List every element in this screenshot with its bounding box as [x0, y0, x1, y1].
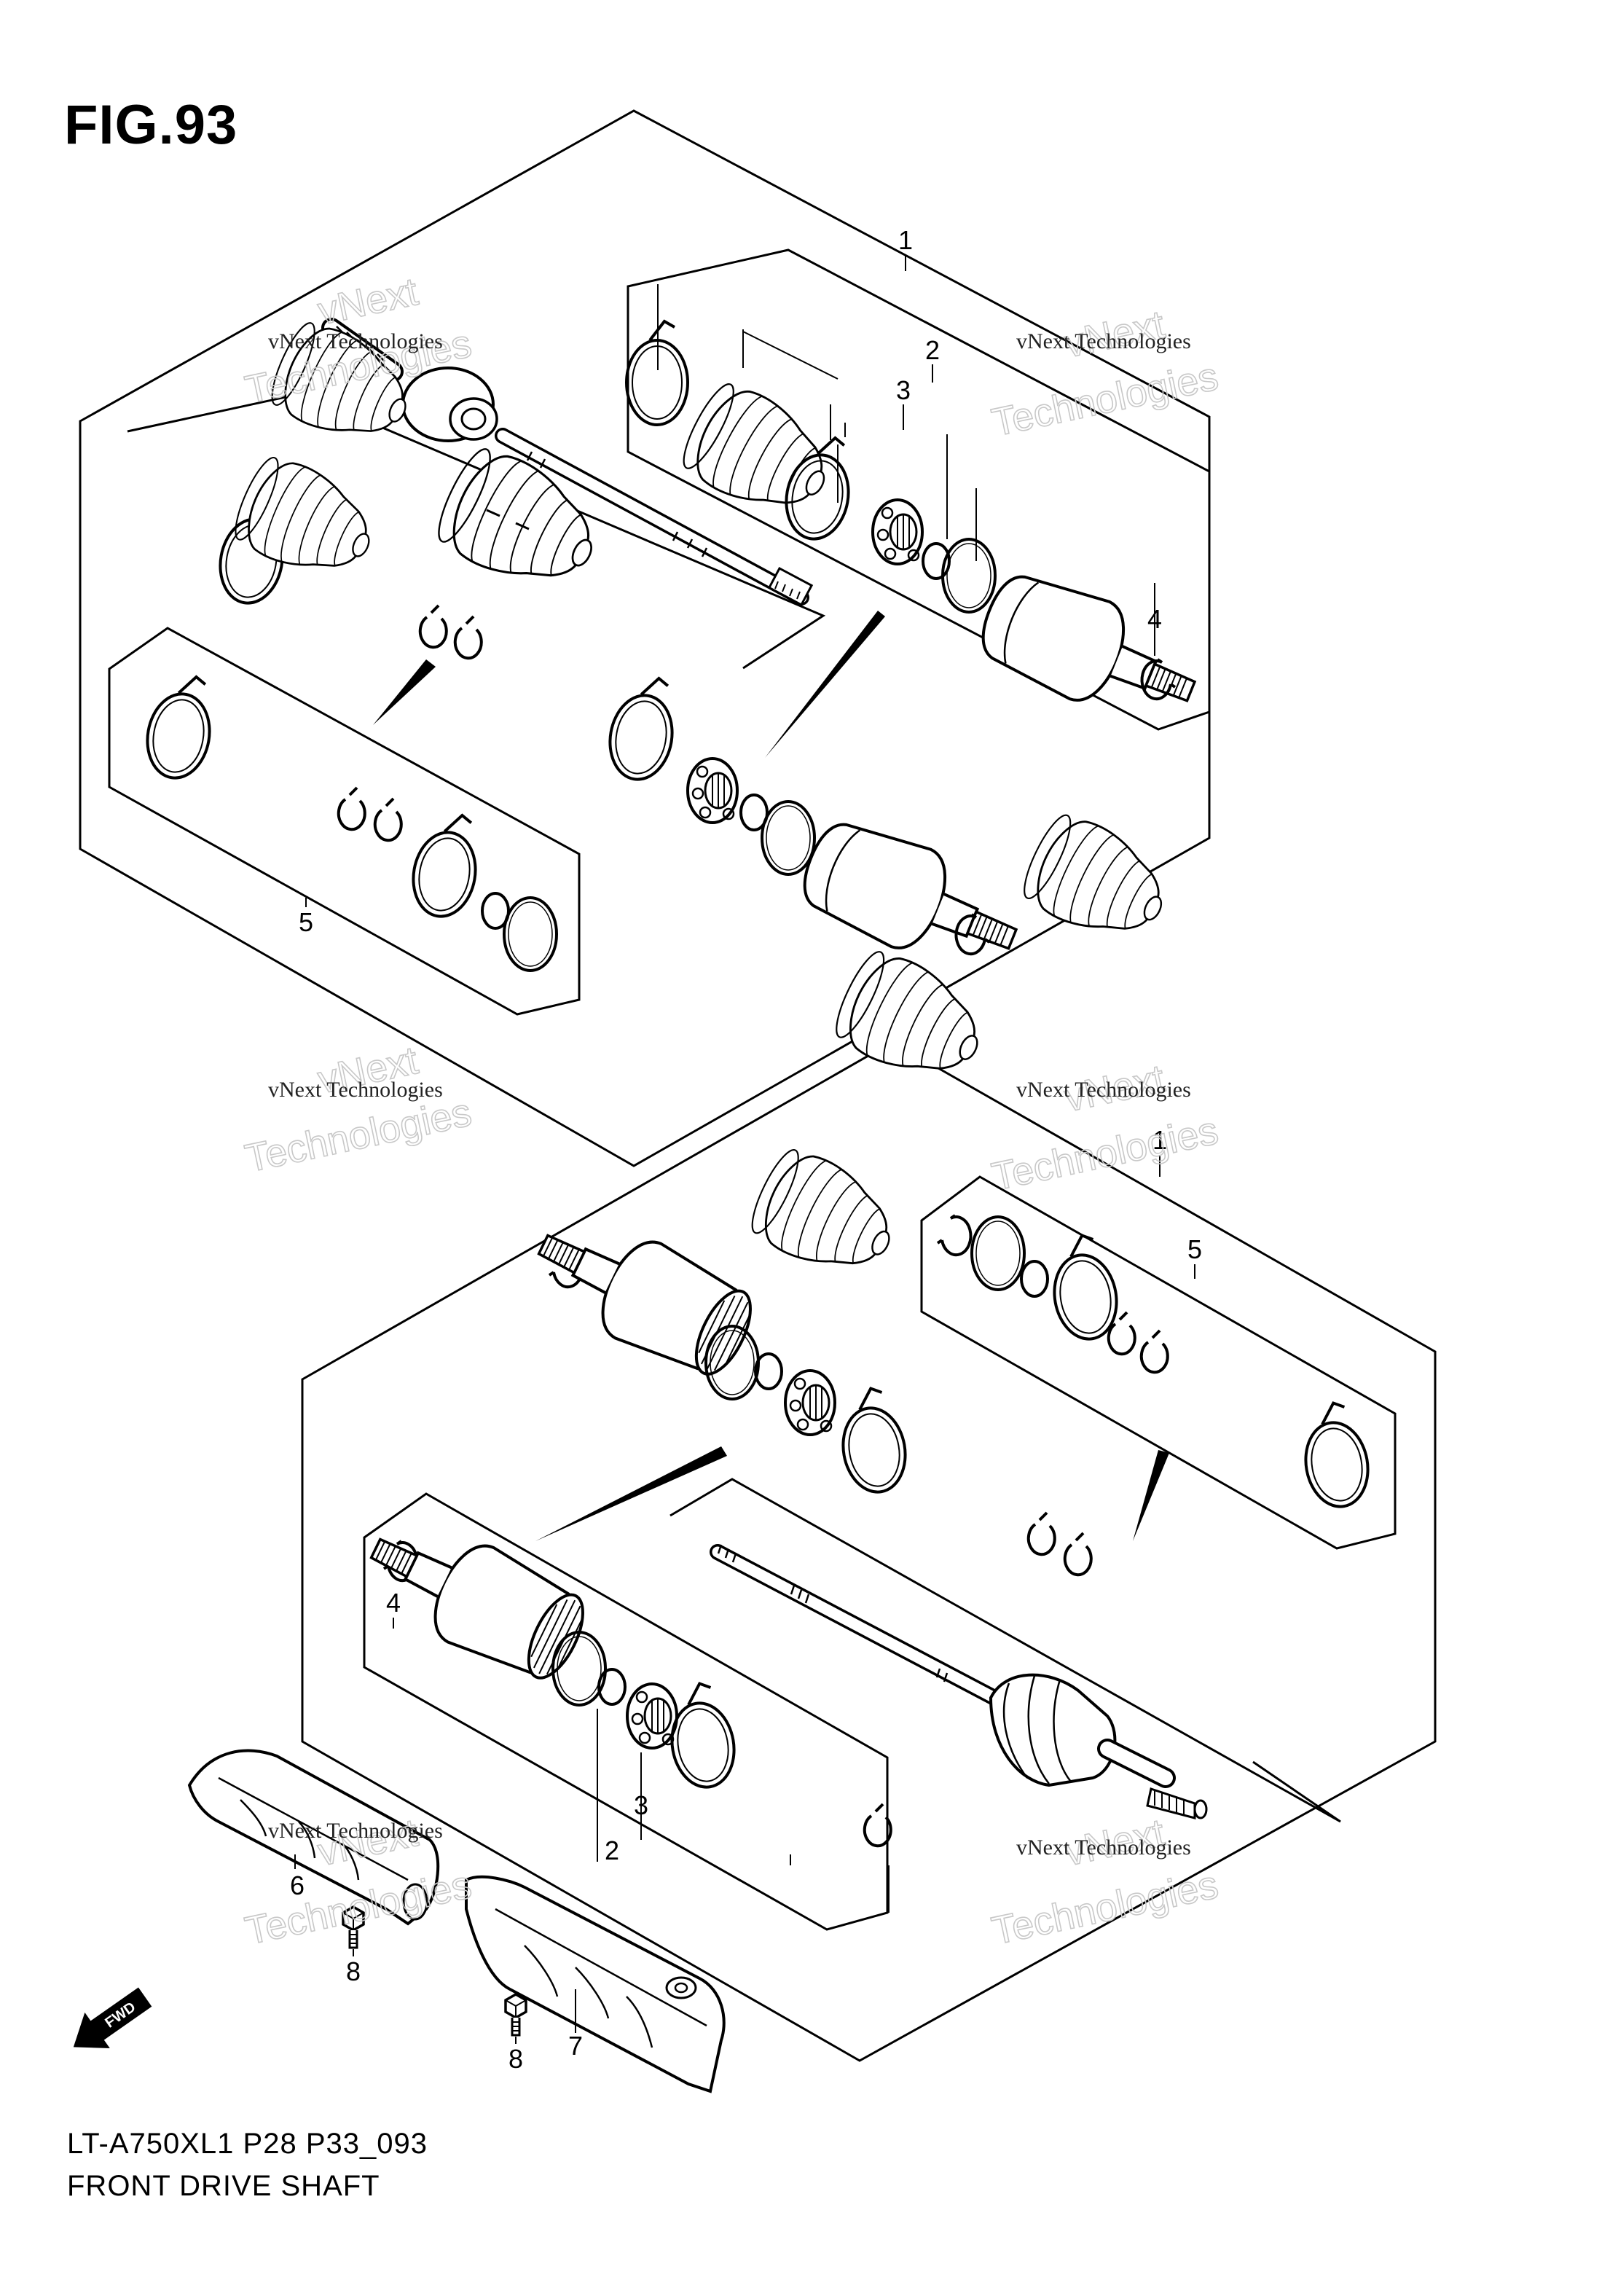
top-assembly-outline — [79, 109, 1211, 1167]
bottom-pointer-arrow-left — [535, 1446, 727, 1541]
top-kit5-clamp-1 — [139, 668, 221, 785]
bottom-kit5-clamp-2 — [1295, 1397, 1376, 1513]
top-kit5-ring — [503, 896, 558, 972]
top-callout-2: 2 — [925, 335, 940, 365]
top-mid-cv-cage — [686, 757, 739, 824]
top-mid-clamp — [602, 670, 683, 786]
watermark-text-mid-right: vNext Technologies — [1016, 1078, 1191, 1102]
top-pointer-arrow-right — [765, 611, 885, 758]
top-kit5-clamp-2 — [405, 807, 487, 923]
bottom-callout-7: 7 — [568, 2031, 583, 2061]
bottom-kit-cv-cage — [626, 1682, 678, 1750]
bottom-callout-5: 5 — [1187, 1234, 1202, 1264]
top-callout-1: 1 — [898, 225, 913, 255]
bottom-kit-ring — [551, 1631, 607, 1707]
top-pointer-arrow-left — [373, 659, 436, 725]
bottom-kit-boot — [741, 1140, 911, 1293]
top-callout-5: 5 — [299, 907, 313, 937]
watermark-top-right: vNext Technologies — [988, 302, 1222, 445]
bottom-kit5-small-clip-2 — [1139, 1329, 1169, 1374]
watermark-text-bottom-right: vNext Technologies — [1016, 1835, 1191, 1860]
bottom-small-clip-1 — [1026, 1511, 1056, 1556]
bottom-assembly: 1 5 4 3 2 6 8 8 7 — [187, 805, 1437, 2093]
svg-text:Technologies: Technologies — [241, 1090, 475, 1180]
top-kit-outer-housing — [968, 560, 1212, 742]
watermark-bottom-right: vNext Technologies — [988, 1810, 1222, 1954]
bottom-inner-housing-1 — [520, 1197, 764, 1388]
watermark-text-bottom-left: vNext Technologies — [268, 1819, 443, 1843]
watermark-text-mid-left: vNext Technologies — [268, 1078, 443, 1102]
bottom-callout-6: 6 — [290, 1870, 305, 1900]
bottom-callout-8b: 8 — [508, 2044, 523, 2074]
bottom-small-clip-2 — [1063, 1532, 1093, 1577]
bottom-callout-1: 1 — [1152, 1125, 1167, 1155]
figure-name: FRONT DRIVE SHAFT — [67, 2170, 380, 2202]
bolt-8b — [504, 1993, 527, 2037]
bottom-inner-kit-box — [363, 1492, 889, 1931]
bottom-kit5-o-ring — [1020, 1260, 1049, 1298]
svg-text:Technologies: Technologies — [988, 354, 1222, 444]
bottom-kit5-circlip — [936, 1214, 973, 1257]
bottom-callouts: 1 5 4 3 2 6 8 8 7 — [290, 1125, 1202, 2074]
top-callouts: 1 2 3 4 5 — [299, 225, 1162, 937]
watermark-mid-right: vNext Technologies — [988, 1056, 1222, 1199]
bottom-pointer-arrow-right — [1133, 1450, 1169, 1541]
bottom-callout-2: 2 — [605, 1835, 619, 1865]
top-boot-kit-box — [108, 627, 581, 1016]
top-callout-4: 4 — [1147, 604, 1162, 634]
top-mid-ring — [761, 800, 816, 876]
svg-text:vNext: vNext — [314, 270, 422, 333]
bottom-callout-8a: 8 — [346, 1956, 361, 1986]
bottom-callout-4: 4 — [386, 1588, 401, 1618]
bottom-drive-shaft — [710, 1544, 1208, 1819]
watermark-text-top-left: vNext Technologies — [268, 329, 443, 353]
top-inner-kit-box — [627, 248, 1211, 731]
top-kit5-small-clip-2 — [373, 797, 403, 842]
top-kit-ring — [941, 538, 997, 614]
bottom-cv-cage-1 — [784, 1369, 836, 1436]
skid-plate-7 — [465, 1875, 726, 2093]
bottom-clamp-1 — [832, 1382, 914, 1499]
skid-plate-6 — [187, 1749, 440, 1926]
bottom-boot-1 — [825, 941, 1000, 1099]
bottom-shaft-bracket — [669, 1478, 1341, 1823]
figure-title: FIG.93 — [64, 94, 238, 156]
top-callout-3: 3 — [896, 375, 911, 405]
top-mid-outer-housing — [790, 807, 1034, 990]
fwd-arrow-icon: FWD — [73, 1987, 152, 2049]
top-left-small-clip-1 — [418, 604, 448, 649]
top-assembly: 1 2 3 4 5 — [79, 109, 1212, 1167]
bottom-boot-kit-box — [920, 1175, 1397, 1550]
svg-text:Technologies: Technologies — [988, 1862, 1222, 1953]
watermark-mid-left: vNext Technologies — [241, 1038, 476, 1181]
top-kit5-boot — [224, 448, 388, 594]
bottom-kit-clamp-1 — [661, 1677, 742, 1794]
model-code: LT-A750XL1 P28 P33_093 — [67, 2128, 428, 2160]
watermark-text-top-right: vNext Technologies — [1016, 329, 1191, 353]
top-kit-cv-cage — [871, 498, 924, 565]
bottom-kit5-ring — [970, 1215, 1026, 1291]
bottom-callout-3: 3 — [634, 1790, 648, 1820]
bottom-o-ring-1 — [754, 1352, 783, 1390]
top-kit5-small-clip-1 — [337, 786, 366, 831]
svg-text:Technologies: Technologies — [988, 1108, 1222, 1199]
top-mid-boot — [426, 438, 615, 608]
top-left-small-clip-2 — [453, 615, 483, 660]
